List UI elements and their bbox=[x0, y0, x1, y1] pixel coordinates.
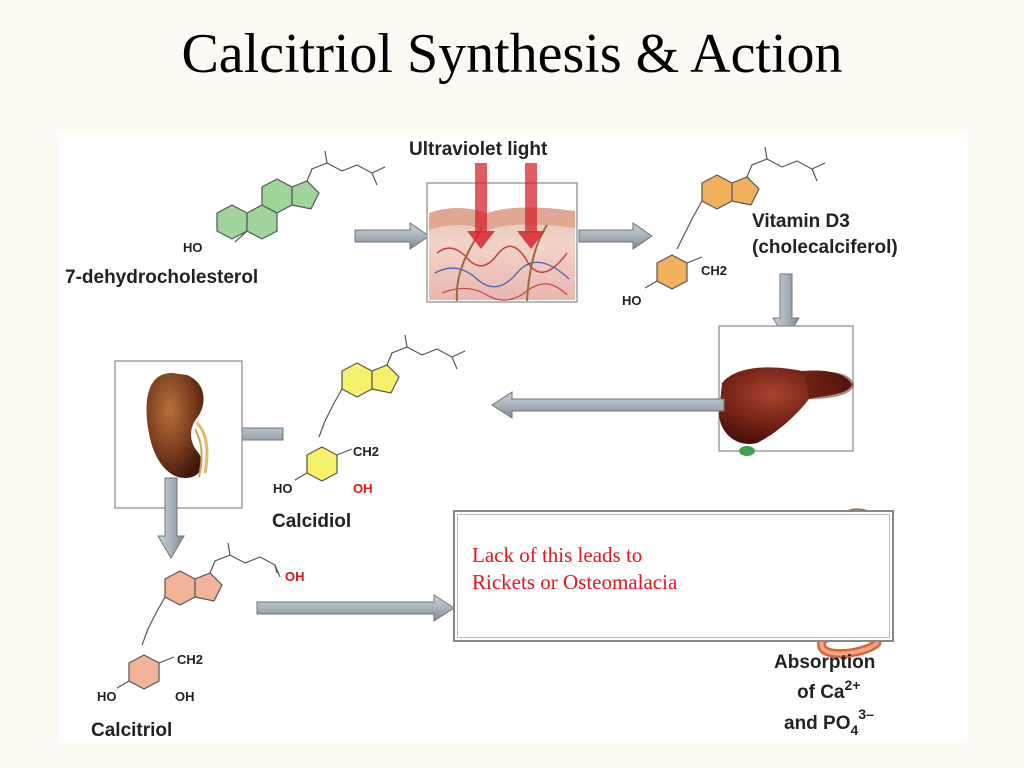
absorption-line2: of Ca2+ bbox=[797, 677, 860, 703]
skin-cross-section-illustration bbox=[426, 163, 578, 303]
vitamin-d3-molecule bbox=[644, 146, 826, 290]
calcitriol-oh-top-label: OH bbox=[285, 569, 305, 584]
absorption-po-charge: 3– bbox=[858, 706, 874, 722]
calcitriol-oh-label: OH bbox=[175, 689, 195, 704]
vitd3-ho-label: HO bbox=[622, 293, 642, 308]
calcitriol-molecule bbox=[116, 542, 281, 690]
dehydrocholesterol-label: 7-dehydrocholesterol bbox=[65, 267, 258, 288]
calcidiol-label: Calcidiol bbox=[272, 511, 351, 532]
absorption-ca-charge: 2+ bbox=[845, 677, 861, 693]
calcidiol-molecule bbox=[294, 334, 466, 482]
deficiency-note-box: Lack of this leads to Rickets or Osteoma… bbox=[453, 510, 894, 642]
vitamin-d3-label: Vitamin D3 bbox=[752, 211, 850, 232]
arrow-to-calcidiol bbox=[491, 391, 725, 419]
deficiency-note-line2: Rickets or Osteomalacia bbox=[472, 570, 678, 594]
diagram-svg: Ultraviolet light HO 7-dehydrocholestero… bbox=[65, 139, 898, 741]
slide-title: Calcitriol Synthesis & Action bbox=[181, 23, 843, 85]
arrow-to-absorption bbox=[256, 594, 455, 622]
arrow-to-skin bbox=[354, 222, 430, 250]
absorption-po-text: and PO bbox=[784, 713, 851, 734]
vitd3-ch2-label: CH2 bbox=[701, 263, 727, 278]
deficiency-note-text: Lack of this leads to Rickets or Osteoma… bbox=[472, 542, 772, 596]
calcidiol-ho-label: HO bbox=[273, 481, 293, 496]
calcidiol-ch2-label: CH2 bbox=[353, 444, 379, 459]
calcitriol-ho-label: HO bbox=[97, 689, 117, 704]
absorption-line1: Absorption bbox=[774, 652, 875, 673]
dehydro-ho-label: HO bbox=[183, 240, 203, 255]
kidney-illustration bbox=[114, 360, 243, 509]
calcitriol-label: Calcitriol bbox=[91, 720, 172, 741]
cholecalciferol-label: (cholecalciferol) bbox=[752, 237, 898, 258]
arrow-to-calcitriol bbox=[157, 477, 185, 559]
arrow-to-vitamin-d3 bbox=[578, 222, 653, 250]
absorption-po-subscript: 4 bbox=[851, 722, 859, 738]
calcidiol-oh-label: OH bbox=[353, 481, 373, 496]
uv-label: Ultraviolet light bbox=[409, 139, 548, 160]
liver-illustration bbox=[718, 325, 854, 456]
diagram-panel: Ultraviolet light HO 7-dehydrocholestero… bbox=[57, 133, 968, 743]
calcitriol-ch2-label: CH2 bbox=[177, 652, 203, 667]
absorption-line3: and PO43– bbox=[784, 706, 874, 738]
deficiency-note-line1: Lack of this leads to bbox=[472, 543, 643, 567]
absorption-ca-text: of Ca bbox=[797, 682, 845, 703]
dehydrocholesterol-molecule bbox=[216, 150, 386, 243]
